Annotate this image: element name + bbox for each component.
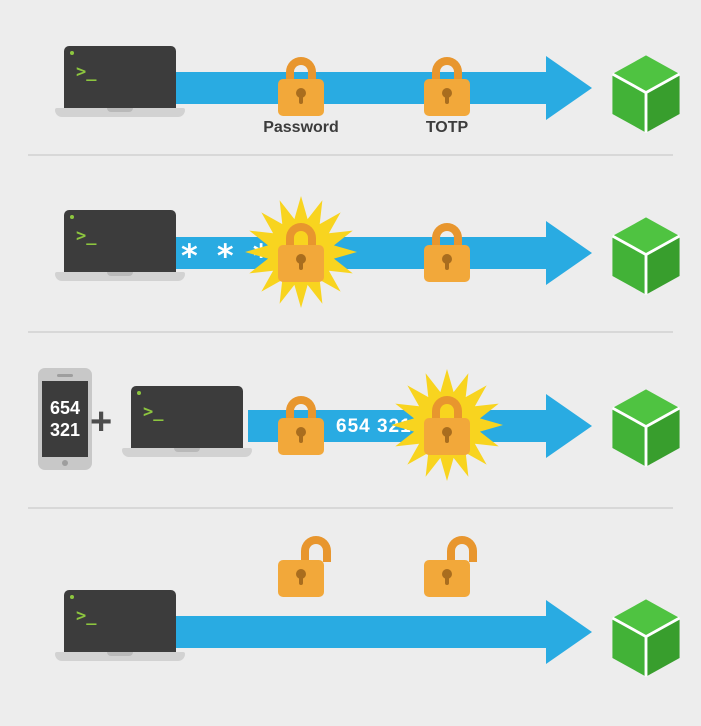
padlock-locked-highlighted-icon <box>424 396 470 455</box>
flow-arrow-head <box>546 56 592 120</box>
padlock-body <box>278 79 324 116</box>
laptop-base <box>55 272 185 281</box>
padlock-locked-icon <box>278 396 324 455</box>
row-divider <box>28 154 673 156</box>
flow-arrow-head <box>546 600 592 664</box>
padlock-open-icon <box>278 536 331 597</box>
keyhole-icon <box>442 88 452 104</box>
padlock-open-icon <box>424 536 477 597</box>
flow-arrow-shaft <box>174 237 548 269</box>
flow-arrow-shaft <box>174 72 548 104</box>
row-divider <box>28 507 673 509</box>
phone-home-button <box>62 460 68 466</box>
laptop-terminal: >_ <box>122 386 252 457</box>
laptop-screen: >_ <box>64 210 176 272</box>
padlock-body <box>424 418 470 455</box>
totp-code-line1: 654 <box>49 397 81 418</box>
padlock-shackle <box>286 396 316 422</box>
terminal-prompt: >_ <box>76 62 97 82</box>
keyhole-icon <box>296 88 306 104</box>
padlock-locked-icon <box>278 57 324 116</box>
padlock-body <box>424 560 470 597</box>
server-cube-icon <box>611 217 681 295</box>
padlock-shackle <box>432 396 462 422</box>
server-cube-icon <box>611 599 681 677</box>
padlock-shackle <box>432 223 462 249</box>
server-cube-icon <box>611 55 681 133</box>
window-dot-icon <box>70 51 74 55</box>
padlock-locked-icon <box>424 223 470 282</box>
smartphone-icon: 654 321 <box>38 368 92 470</box>
padlock-shackle <box>286 223 316 249</box>
row-divider <box>28 331 673 333</box>
padlock-shackle <box>301 536 331 562</box>
window-dot-icon <box>137 391 141 395</box>
totp-label: TOTP <box>425 119 469 136</box>
window-dot-icon <box>70 215 74 219</box>
phone-screen: 654 321 <box>42 381 88 457</box>
laptop-terminal: >_ <box>55 590 185 661</box>
keyhole-icon <box>442 254 452 270</box>
padlock-body <box>278 560 324 597</box>
laptop-base <box>55 652 185 661</box>
totp-code-on-arrow: 654 321 <box>336 416 412 437</box>
terminal-prompt: >_ <box>76 606 97 626</box>
flow-arrow-head <box>546 394 592 458</box>
padlock-body <box>424 79 470 116</box>
plus-sign: + <box>90 401 113 443</box>
terminal-prompt: >_ <box>76 226 97 246</box>
flow-arrow-head <box>546 221 592 285</box>
laptop-terminal: >_ <box>55 210 185 281</box>
padlock-body <box>278 245 324 282</box>
window-dot-icon <box>70 595 74 599</box>
keyhole-icon <box>296 254 306 270</box>
padlock-locked-highlighted-icon <box>278 223 324 282</box>
keyhole-icon <box>442 427 452 443</box>
laptop-screen: >_ <box>131 386 243 448</box>
keyhole-icon <box>296 569 306 585</box>
laptop-base <box>55 108 185 117</box>
flow-arrow-shaft <box>174 616 548 648</box>
padlock-body <box>424 245 470 282</box>
keyhole-icon <box>296 427 306 443</box>
laptop-terminal: >_ <box>55 46 185 117</box>
laptop-screen: >_ <box>64 590 176 652</box>
padlock-locked-icon <box>424 57 470 116</box>
keyhole-icon <box>442 569 452 585</box>
padlock-shackle <box>432 57 462 83</box>
terminal-prompt: >_ <box>143 402 164 422</box>
laptop-screen: >_ <box>64 46 176 108</box>
padlock-shackle <box>447 536 477 562</box>
totp-code-line2: 321 <box>49 420 81 440</box>
laptop-base <box>122 448 252 457</box>
padlock-shackle <box>286 57 316 83</box>
padlock-body <box>278 418 324 455</box>
password-label: Password <box>263 119 339 136</box>
server-cube-icon <box>611 389 681 467</box>
phone-speaker <box>57 374 73 377</box>
